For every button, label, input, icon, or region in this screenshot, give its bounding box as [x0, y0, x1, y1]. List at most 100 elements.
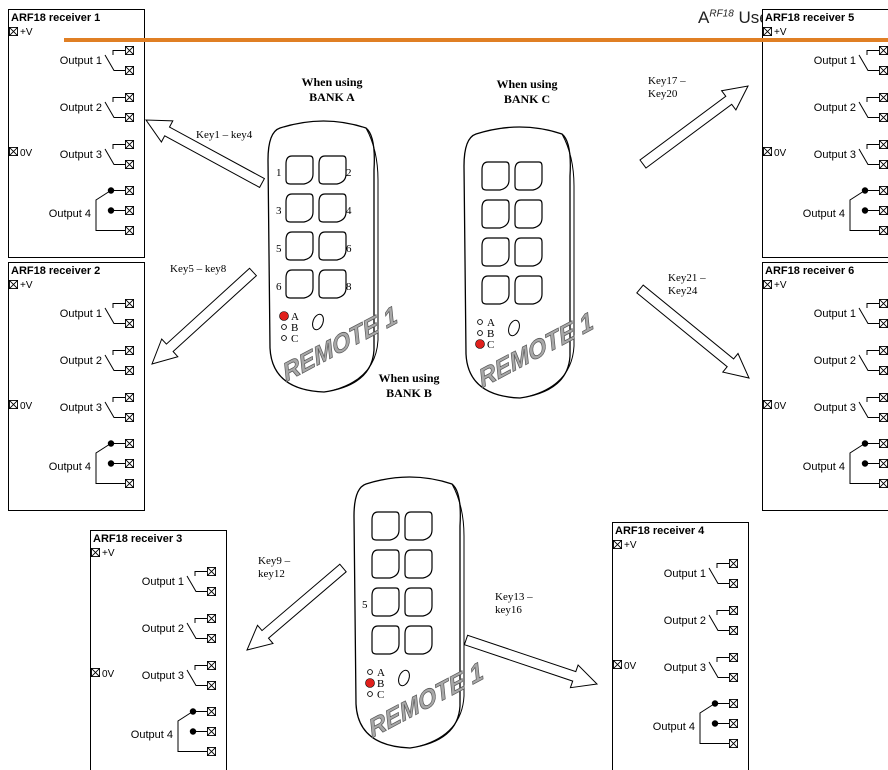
terminal	[729, 579, 738, 588]
remote-key	[514, 275, 543, 305]
switch-line	[104, 101, 125, 118]
terminal	[125, 393, 134, 402]
bank-label: B	[377, 678, 384, 690]
receiver-frame	[90, 530, 227, 770]
output-label: Output 1	[60, 55, 102, 67]
terminal	[879, 459, 888, 468]
switch-line	[104, 54, 125, 71]
terminal	[207, 661, 216, 670]
remote-key	[404, 587, 433, 617]
terminal	[879, 46, 888, 55]
contact-dot	[107, 460, 115, 467]
terminal	[125, 459, 134, 468]
caption-line1: When using	[301, 75, 362, 89]
output-label: Output 4	[49, 461, 91, 473]
bank-led-b	[477, 330, 483, 336]
remote-key	[404, 511, 433, 541]
terminal	[125, 346, 134, 355]
arrow-label-3: Key9 –key12	[258, 555, 291, 580]
remote-key	[318, 231, 347, 261]
output-label: Output 3	[814, 402, 856, 414]
bank-label: C	[291, 333, 298, 345]
output-label: Output 3	[664, 662, 706, 674]
output-label: Output 4	[803, 461, 845, 473]
contact-line	[866, 397, 879, 402]
terminal-plus-v	[613, 540, 622, 549]
terminal	[125, 366, 134, 375]
terminal	[879, 226, 888, 235]
remote-key	[318, 155, 347, 185]
terminal	[729, 606, 738, 615]
switch-line	[186, 669, 207, 686]
remote-oval-button	[398, 669, 410, 687]
switch-line	[849, 443, 879, 484]
terminal-plus-v	[9, 27, 18, 36]
terminal	[125, 160, 134, 169]
plus-v-label: +V	[20, 280, 33, 291]
contact-dot	[861, 207, 869, 214]
output-2: Output 2	[142, 614, 216, 643]
key-number: 6	[276, 281, 282, 293]
zero-v-label: 0V	[102, 669, 115, 680]
switch-line	[708, 567, 729, 584]
key-number: 1	[276, 167, 282, 179]
output-label: Output 3	[142, 670, 184, 682]
terminal	[207, 634, 216, 643]
terminal	[879, 413, 888, 422]
output-2: Output 2	[664, 606, 738, 635]
remote-key	[318, 193, 347, 223]
output-4: Output 4	[803, 439, 888, 488]
zero-v-label: 0V	[624, 661, 637, 672]
switch-line	[104, 148, 125, 165]
output-label: Output 1	[60, 308, 102, 320]
output-label: Output 3	[60, 149, 102, 161]
bank-led-a	[367, 669, 373, 675]
remote-key	[481, 161, 510, 191]
switch-line	[104, 401, 125, 418]
arrow-label-line1: Key17 –	[648, 75, 686, 87]
terminal	[729, 719, 738, 728]
remote-key	[285, 231, 314, 261]
receiver-frame	[762, 262, 888, 511]
output-4: Output 4	[49, 439, 134, 488]
contact-line	[866, 350, 879, 355]
terminal-zero-v	[763, 147, 772, 156]
switch-line	[95, 443, 125, 484]
remote-oval-button	[312, 313, 324, 331]
terminal	[879, 206, 888, 215]
terminal	[879, 393, 888, 402]
switch-line	[95, 190, 125, 231]
output-3: Output 3	[814, 140, 888, 169]
output-1: Output 1	[814, 299, 888, 328]
remote-key	[481, 237, 510, 267]
contact-line	[866, 303, 879, 308]
terminal	[879, 186, 888, 195]
contact-line	[194, 571, 207, 576]
contact-line	[194, 665, 207, 670]
remote-key	[371, 549, 400, 579]
contact-dot	[861, 187, 869, 194]
output-1: Output 1	[60, 299, 134, 328]
output-4: Output 4	[49, 186, 134, 235]
plus-v-label: +V	[774, 27, 787, 38]
receiver-title: ARF18 receiver 6	[765, 265, 854, 277]
output-label: Output 1	[142, 576, 184, 588]
remote-key	[285, 155, 314, 185]
switch-line	[186, 575, 207, 592]
terminal	[125, 226, 134, 235]
output-1: Output 1	[142, 567, 216, 596]
arrow-to-receiver-2	[151, 267, 258, 365]
switch-line	[699, 703, 729, 744]
bank-label: B	[291, 322, 298, 334]
terminal	[125, 439, 134, 448]
remote-key	[371, 625, 400, 655]
key-number: 5	[362, 599, 368, 611]
key-number: 5	[276, 243, 282, 255]
terminal	[879, 113, 888, 122]
output-2: Output 2	[814, 346, 888, 375]
terminal-plus-v	[763, 280, 772, 289]
